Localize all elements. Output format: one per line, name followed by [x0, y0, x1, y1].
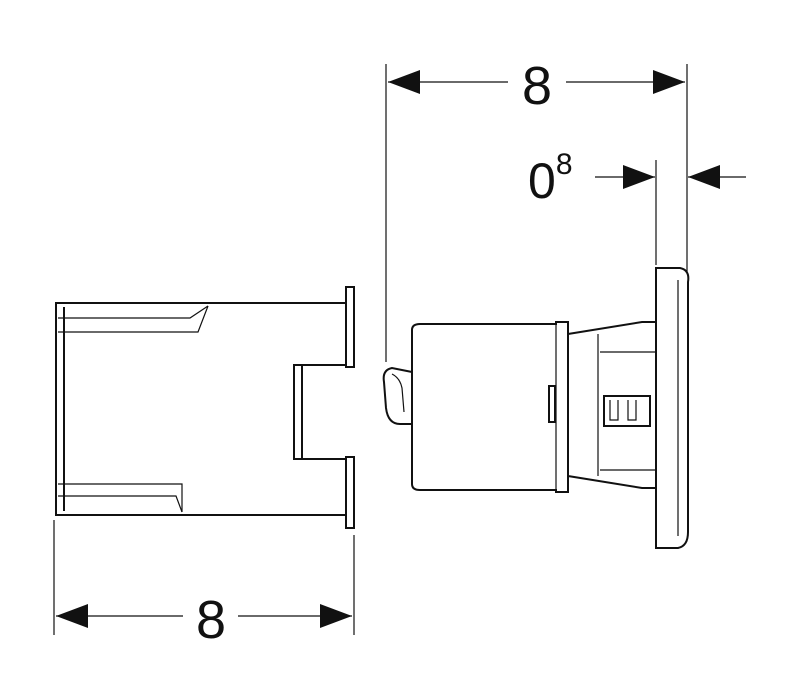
button-clip-inner	[391, 373, 405, 413]
button-latch-slot-2	[627, 400, 637, 421]
button-cap	[655, 267, 690, 549]
sleeve-rib-top-1	[58, 305, 209, 319]
offset-dim-main: 0	[528, 153, 556, 209]
button-latch-slot-1	[609, 400, 619, 421]
sleeve-rib-bottom-1	[58, 483, 183, 512]
top-dim-arrow-right	[653, 70, 685, 94]
top-dim-label: 8	[522, 56, 552, 116]
offset-dim-superscript: 8	[556, 148, 573, 181]
sleeve-slot	[301, 364, 346, 460]
button-latch	[603, 395, 651, 427]
sleeve-flange-bottom	[345, 456, 355, 529]
offset-dim-arrow-right	[688, 165, 720, 189]
bottom-dim-label: 8	[196, 590, 226, 650]
offset-dim-arrow-left	[623, 165, 655, 189]
sleeve-flange-top	[345, 286, 355, 368]
top-dim-arrow-left	[388, 70, 420, 94]
offset-dim-label: 08	[528, 148, 573, 209]
push-button	[382, 267, 690, 549]
bottom-dim-arrow-right	[320, 604, 352, 628]
sleeve-rib-top-2	[58, 305, 209, 333]
button-body	[411, 321, 569, 493]
bottom-dimension: 8	[53, 520, 355, 650]
button-body-window	[548, 385, 556, 423]
button-clip	[382, 366, 413, 425]
top-dimension: 8	[385, 56, 688, 362]
mounting-sleeve	[55, 286, 355, 529]
offset-dimension: 08	[528, 148, 746, 265]
sleeve-rib-bottom-2	[58, 495, 183, 513]
bottom-dim-arrow-left	[56, 604, 88, 628]
